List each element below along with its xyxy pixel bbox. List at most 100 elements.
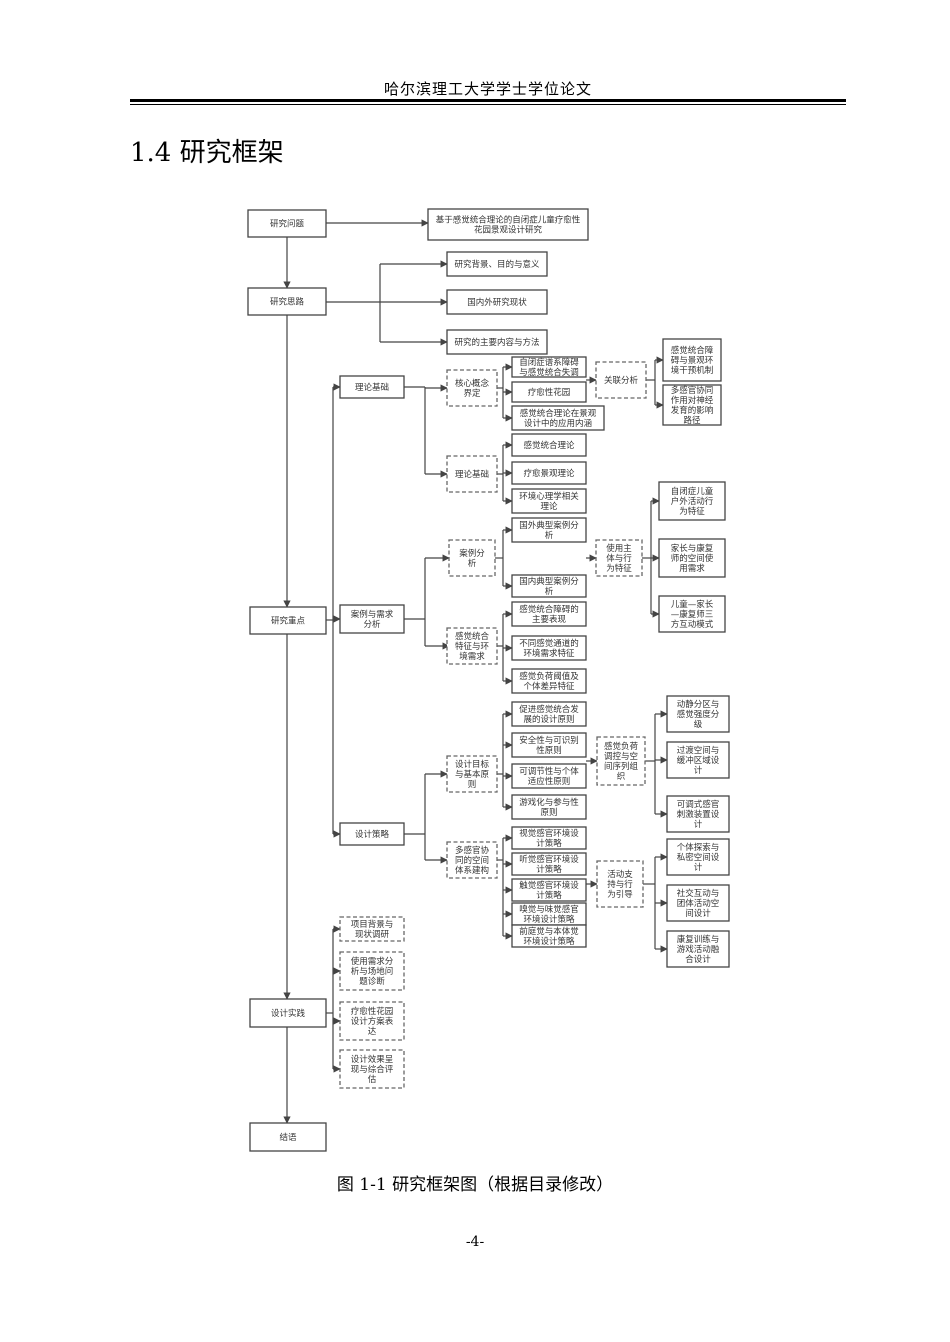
section-title: 1.4 研究框架 [130,138,284,168]
node-label: 关联分析 [604,375,639,386]
node-box [595,539,643,577]
node-box [339,604,405,634]
node-label: 析 [545,586,554,597]
node-label: 多感官协同 [671,385,714,396]
node-label: 特征与环 [455,641,490,652]
node-label: 碍与景观环 [671,356,714,366]
node-box [511,574,587,598]
node-label: 不同感觉通道的 [519,638,579,649]
node-label: 计 [694,765,703,776]
running-header: 哈尔滨理工大学学士学位论文 [383,80,592,98]
node-box [658,595,726,633]
node-box [427,208,589,241]
node-box [511,924,587,948]
header-rule-thick [130,99,846,102]
node-box [666,695,730,733]
node-focus: 研究重点 [249,606,327,635]
node-idea: 研究思路 [247,287,327,316]
node-label: 社交互动与 [677,888,720,899]
header-rule-thin [130,104,846,105]
node-label: 私密空间设 [677,852,720,863]
node-label: 理论基础 [455,469,489,480]
node-label: 国内典型案例分 [519,576,579,587]
node-box [511,763,587,789]
node-label: 计 [694,819,703,830]
node-label: 环境需求特征 [523,648,575,659]
node-label: 感觉统合障 [671,345,714,356]
node-label: 估 [368,1074,377,1085]
node-label: 展的设计原则 [523,714,574,725]
node-box [511,794,587,820]
node-label: 结语 [279,1132,297,1143]
node-label: 户外活动行 [671,496,714,507]
node-box [511,878,587,902]
node-label: 多感官协 [455,845,490,856]
node-label: 嗅觉与味觉感官 [519,904,579,915]
node-label: 感觉负荷阈值及 [519,671,579,682]
node-label: 计策略 [536,890,562,901]
node-box [511,701,587,727]
node-label: 刺激装置设 [677,809,720,820]
node-label: 家长与康复 [671,543,714,554]
node-label: 游戏化与参与性 [519,797,579,808]
node-box [511,517,587,543]
node-label: 析 [545,530,554,541]
node-label: 国外典型案例分 [519,520,579,531]
node-box [511,405,605,431]
node-label: 适应性原则 [528,776,571,787]
node-box [249,606,327,635]
node-t1: 感觉统合理论 [511,433,587,457]
node-label: 感觉统合理论在景观 [520,408,597,419]
node-label: 现与综合评 [351,1064,394,1075]
node-box [511,601,587,627]
node-label: 疗愈性花园 [528,387,571,398]
node-label: 为引导 [607,889,633,900]
node-label: 儿童—家长 [671,599,714,610]
diagram-nodes: 研究问题基于感觉统合理论的自闭症儿童疗愈性花园景观设计研究研究思路研究背景、目的… [247,208,730,1152]
node-label: 感觉统合障碍的 [519,604,579,615]
node-label: 感觉统合理论 [523,440,575,451]
node-box [662,338,722,382]
node-box [339,951,405,991]
node-box [658,538,726,578]
node-label: 间设计 [685,908,711,919]
node-label: 体系建构 [455,865,489,876]
node-label: 路径 [683,415,701,426]
node-label: 间序列组 [604,761,639,772]
node-label: 为特征 [606,563,632,574]
node-box [446,627,498,665]
node-label: 项目背景与 [351,919,394,930]
node-label: 环境设计策略 [523,914,575,925]
node-box [511,732,587,758]
node-label: 合设计 [685,954,711,965]
node-box [247,209,327,238]
node-box [511,381,587,403]
figure-caption: 图 1-1 研究框架图（根据目录修改） [336,1175,614,1195]
node-box [446,289,548,315]
node-label: 主要表现 [532,614,567,625]
node-label: 研究重点 [271,616,306,627]
node-label: 前庭觉与本体觉 [519,926,579,937]
node-label: 方互动模式 [671,619,714,630]
node-t2: 疗愈景观理论 [511,461,587,485]
node-label: 用需求 [679,563,705,574]
node-label: 活动支 [607,869,633,880]
